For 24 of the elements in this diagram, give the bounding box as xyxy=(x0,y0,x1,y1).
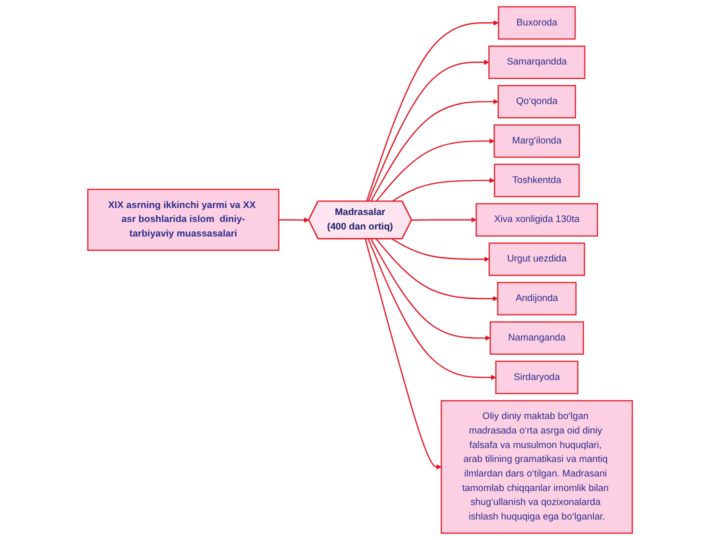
node-box: Sirdaryoda xyxy=(495,360,578,394)
arrow xyxy=(412,217,476,222)
arrow xyxy=(366,20,499,202)
node-box: Andijonda xyxy=(497,282,577,316)
node-box: Urgut uezdida xyxy=(488,242,585,276)
node-box: XIX asrning ikkinchi yarmi va XX asr boshlarida islom diniy-tarbiyaviy muassasalari xyxy=(87,188,280,251)
node-box: Buxoroda xyxy=(498,6,576,40)
node-box: Oliy diniy maktab bo‘lgan madrasada o‘rta asrga oid diniy falsafa va musulmon huquqlari, arab tilining gramatikasi va mantiq ilmlardan dars o‘tilgan. Madrasani tamomlab chiqqanlar imomlik bilan shug‘ullanish va qozixonalarda ishlash huquqiga ega bo‘lganlar. xyxy=(440,400,633,534)
arrow xyxy=(376,238,498,302)
node-box: Namanganda xyxy=(490,321,584,355)
node-box: Qo‘qonda xyxy=(498,84,576,118)
node-box: Marg‘ilonda xyxy=(494,124,580,158)
arrow xyxy=(392,238,490,262)
arrow xyxy=(370,238,490,341)
arrow xyxy=(368,60,490,202)
arrow xyxy=(368,238,496,380)
arrow xyxy=(392,178,495,202)
arrow xyxy=(278,217,310,223)
arrow xyxy=(370,99,498,202)
node-box: Toshkentda xyxy=(494,164,580,198)
arrow xyxy=(364,238,442,470)
node-box: Xiva xonligida 130ta xyxy=(476,203,598,237)
node-box: Samarqandda xyxy=(488,46,586,79)
arrow xyxy=(376,138,494,202)
